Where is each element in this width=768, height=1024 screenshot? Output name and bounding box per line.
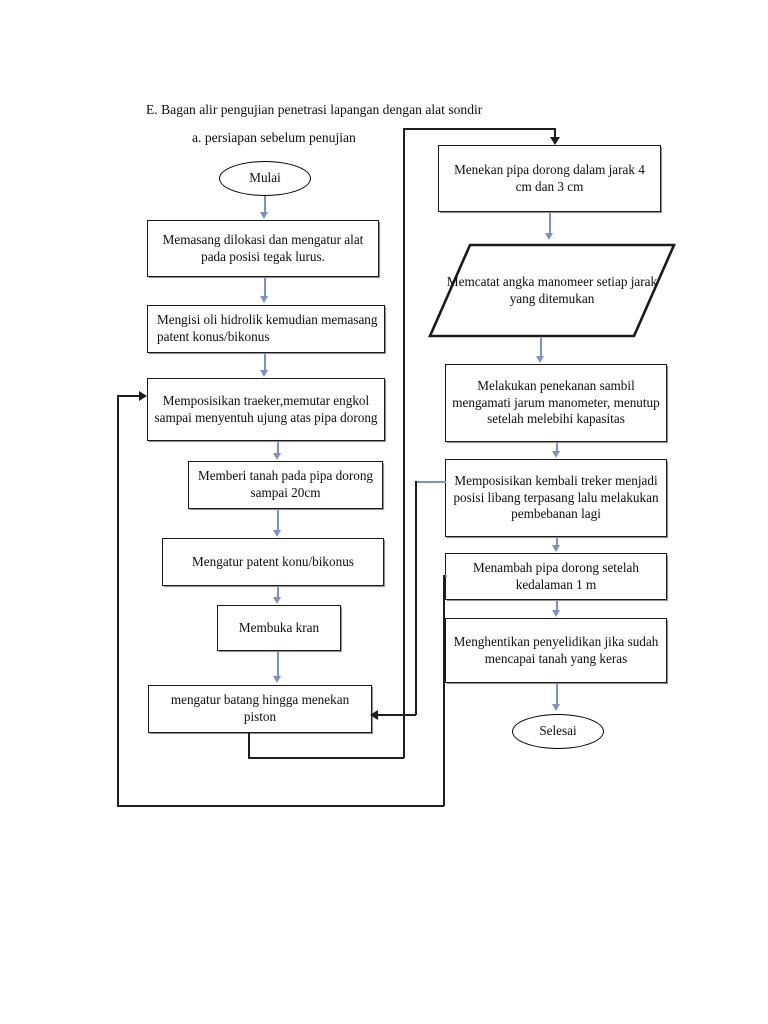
node-menambah-pipa: Menambah pipa dorong setelah kedalaman 1… bbox=[445, 553, 667, 600]
node-memasang-dilokasi-label: Memasang dilokasi dan mengatur alat pada… bbox=[162, 231, 364, 264]
edge-n8-to-n9 bbox=[549, 212, 551, 234]
arrowhead-n13-to-end bbox=[552, 704, 560, 711]
node-mengisi-oli-label: Mengisi oli hidrolik kemudian memasang p… bbox=[157, 312, 378, 344]
edge-outer-loop-into-n3 bbox=[117, 395, 142, 397]
arrowhead-n2-to-n3 bbox=[260, 370, 268, 377]
edge-n4-to-n5 bbox=[277, 509, 279, 531]
node-menekan-pipa: Menekan pipa dorong dalam jarak 4 cm dan… bbox=[438, 145, 661, 212]
edge-top-to-n8 bbox=[403, 128, 555, 130]
node-membuka-kran: Membuka kran bbox=[217, 605, 341, 651]
node-menambah-pipa-label: Menambah pipa dorong setelah kedalaman 1… bbox=[473, 559, 639, 592]
edge-n7-outer-bottom bbox=[248, 757, 404, 759]
edge-n11-return-stub bbox=[415, 481, 446, 483]
node-menghentikan-penyelidikan: Menghentikan penyelidikan jika sudah men… bbox=[445, 618, 667, 683]
node-memasang-dilokasi: Memasang dilokasi dan mengatur alat pada… bbox=[147, 220, 379, 277]
arrowhead-n9-to-n10 bbox=[536, 356, 544, 363]
arrowhead-n5-to-n6 bbox=[273, 597, 281, 604]
node-start-label: Mulai bbox=[249, 170, 281, 186]
arrowhead-n4-to-n5 bbox=[273, 530, 281, 537]
edge-n11-to-n12 bbox=[556, 537, 558, 546]
node-menghentikan-penyelidikan-label: Menghentikan penyelidikan jika sudah men… bbox=[453, 633, 659, 666]
node-mengatur-patent-label: Mengatur patent konu/bikonus bbox=[192, 553, 354, 569]
node-memposisikan-traeker-label: Memposisikan traeker,memutar engkol samp… bbox=[154, 392, 378, 425]
edge-n5-to-n6 bbox=[277, 586, 279, 598]
edge-n12-to-n13 bbox=[556, 600, 558, 611]
edge-n3-to-n4 bbox=[277, 441, 279, 454]
arrowhead-top-to-n8 bbox=[550, 137, 560, 145]
node-membuka-kran-label: Membuka kran bbox=[238, 619, 320, 635]
node-menekan-pipa-label: Menekan pipa dorong dalam jarak 4 cm dan… bbox=[454, 161, 645, 194]
edge-outer-loop-riser-left bbox=[117, 395, 119, 806]
edge-n1-to-n2 bbox=[264, 277, 266, 297]
parallelogram-shape bbox=[428, 243, 676, 338]
edge-n6-to-n7 bbox=[277, 651, 279, 677]
edge-n7-outer-riser-down bbox=[248, 733, 250, 758]
node-end-label: Selesai bbox=[539, 723, 577, 739]
node-memposisikan-traeker: Memposisikan traeker,memutar engkol samp… bbox=[147, 378, 385, 441]
edge-outer-loop-riser-right bbox=[443, 575, 445, 806]
edge-n13-to-end bbox=[556, 683, 558, 705]
node-memposisikan-kembali-label: Memposisikan kembali treker menjadi posi… bbox=[453, 473, 659, 522]
arrowhead-outer-loop-into-n3 bbox=[139, 391, 147, 401]
edge-n10-to-n11 bbox=[556, 442, 558, 452]
arrowhead-n8-to-n9 bbox=[545, 233, 553, 240]
edge-start-to-n1 bbox=[264, 196, 266, 213]
node-mengatur-batang-label: mengatur batang hingga menekan piston bbox=[170, 692, 350, 724]
edge-n9-to-n10 bbox=[540, 338, 542, 356]
edge-right-feedback-riser bbox=[415, 481, 417, 715]
edge-top-drop-to-n8 bbox=[554, 128, 556, 138]
edge-outer-loop-bottom bbox=[117, 805, 444, 807]
node-memberi-tanah: Memberi tanah pada pipa dorong sampai 20… bbox=[188, 461, 383, 509]
arrowhead-n12-to-n13 bbox=[552, 610, 560, 617]
node-mengatur-batang: mengatur batang hingga menekan piston bbox=[148, 685, 372, 733]
arrowhead-feedback-into-n7 bbox=[370, 710, 378, 720]
edge-right-feedback-into-n7 bbox=[378, 714, 416, 716]
edge-inner-riser-up bbox=[403, 129, 405, 758]
arrowhead-n10-to-n11 bbox=[552, 451, 560, 458]
edge-n2-to-n3 bbox=[264, 353, 266, 371]
node-end: Selesai bbox=[512, 714, 604, 749]
arrowhead-start-to-n1 bbox=[260, 212, 268, 219]
node-melakukan-penekanan-label: Melakukan penekanan sambil mengamati jar… bbox=[452, 378, 660, 427]
node-memcatat-angka: Memcatat angka manomeer setiap jarak yan… bbox=[428, 243, 676, 338]
node-mengisi-oli: Mengisi oli hidrolik kemudian memasang p… bbox=[147, 305, 385, 353]
node-memberi-tanah-label: Memberi tanah pada pipa dorong sampai 20… bbox=[197, 468, 374, 500]
arrowhead-n1-to-n2 bbox=[260, 296, 268, 303]
page-title: E. Bagan alir pengujian penetrasi lapang… bbox=[146, 102, 483, 117]
node-memposisikan-kembali: Memposisikan kembali treker menjadi posi… bbox=[445, 459, 667, 537]
node-melakukan-penekanan: Melakukan penekanan sambil mengamati jar… bbox=[445, 364, 667, 442]
arrowhead-n6-to-n7 bbox=[273, 676, 281, 683]
arrowhead-n11-to-n12 bbox=[552, 545, 560, 552]
node-start: Mulai bbox=[219, 161, 311, 196]
section-subtitle: a. persiapan sebelum penujian bbox=[192, 130, 356, 145]
arrowhead-n3-to-n4 bbox=[273, 453, 281, 460]
node-mengatur-patent: Mengatur patent konu/bikonus bbox=[162, 538, 384, 586]
node-memcatat-angka-label: Memcatat angka manomeer setiap jarak yan… bbox=[446, 273, 658, 306]
edge-n12-return-stub bbox=[443, 575, 447, 577]
